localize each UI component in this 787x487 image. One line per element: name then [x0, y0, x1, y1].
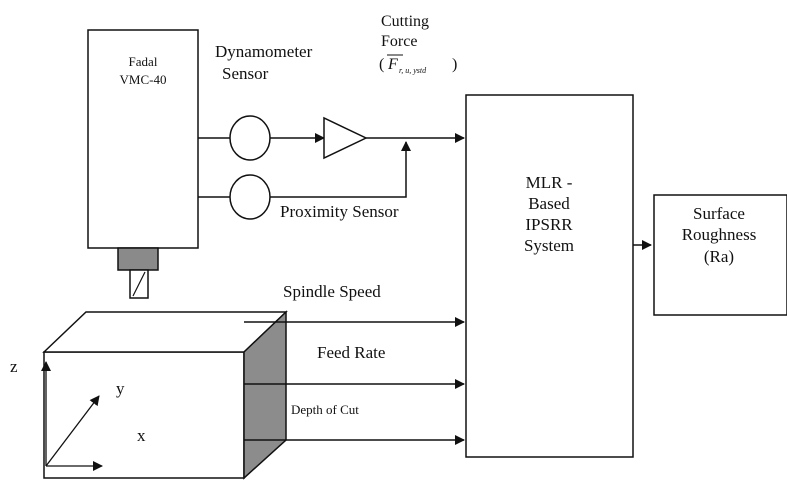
feed-rate-label: Feed Rate — [317, 343, 385, 362]
cutting-force-open-paren: ( — [379, 56, 384, 73]
output-label-3: (Ra) — [704, 247, 734, 266]
dynamometer-label-2: Sensor — [222, 64, 269, 83]
cutting-force-symbol: ( F r, u, ystd ) — [379, 54, 457, 75]
output-label-1: Surface — [693, 204, 745, 223]
workpiece — [42, 310, 288, 480]
proximity-sensor-circle — [229, 174, 271, 220]
coordinate-axes: z y x — [10, 357, 146, 471]
amplifier-triangle — [323, 116, 368, 160]
dynamometer-label-1: Dynamometer — [215, 42, 313, 61]
cutting-force-label-1: Cutting — [381, 13, 429, 30]
machine-label-1: Fadal — [129, 54, 158, 69]
surface-roughness-block: Surface Roughness (Ra) — [653, 194, 787, 316]
proximity-sensor-label: Proximity Sensor — [280, 202, 399, 221]
y-axis-label: y — [116, 379, 125, 398]
y-axis — [45, 395, 100, 467]
machine-label-2: VMC-40 — [120, 72, 167, 87]
spindle-head — [117, 247, 159, 271]
system-label-4: System — [524, 236, 574, 255]
machine-block: Fadal VMC-40 — [87, 29, 199, 299]
system-label-2: Based — [528, 194, 570, 213]
output-label-2: Roughness — [682, 225, 757, 244]
cutting-force-symbol-letter: F — [387, 56, 398, 73]
ipsrr-system-block: MLR - Based IPSRR System — [465, 94, 634, 458]
spindle-speed-label: Spindle Speed — [283, 282, 381, 301]
system-label-1: MLR - — [526, 173, 573, 192]
dynamometer-sensor-circle — [229, 115, 271, 161]
cutting-force-subscript: r, u, ystd — [399, 66, 427, 75]
x-axis-label: x — [137, 426, 146, 445]
cutting-force-close-paren: ) — [452, 56, 457, 73]
system-label-3: IPSRR — [525, 215, 573, 234]
cutting-force-label-2: Force — [381, 33, 417, 50]
depth-of-cut-label: Depth of Cut — [291, 402, 359, 417]
z-axis-label: z — [10, 357, 18, 376]
